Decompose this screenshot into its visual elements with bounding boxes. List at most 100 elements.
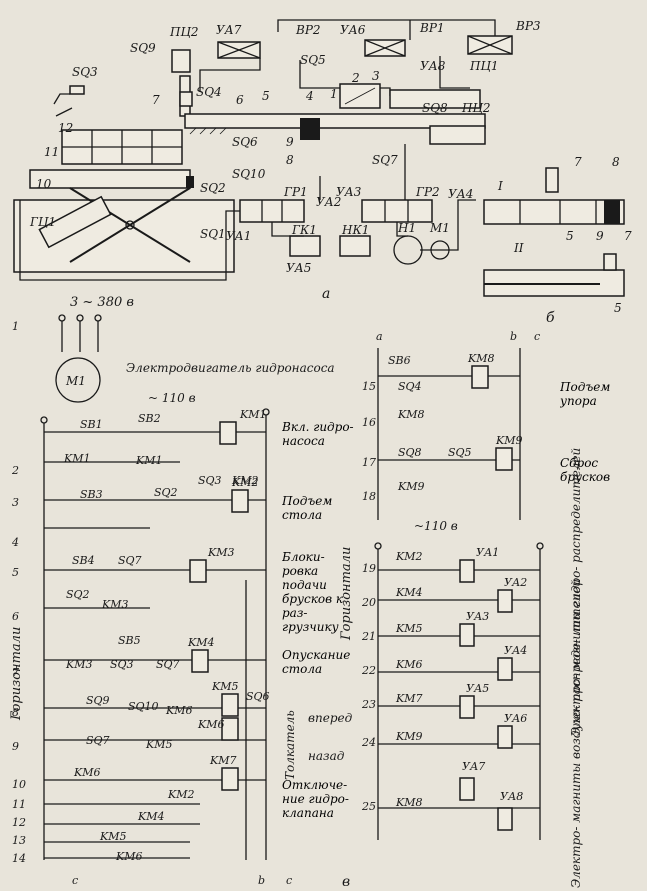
label-a-9: ПЦ1 (469, 59, 499, 73)
contact-11: KM3 (101, 598, 128, 611)
label-a-21: ПЦ2 (461, 101, 491, 115)
contact-18: KM6 (165, 704, 192, 717)
rung-num-1: 1 (12, 320, 19, 333)
contact-21: KM5 (145, 738, 172, 751)
label-b-3: 5 (566, 229, 574, 243)
contact-31: SQ5 (448, 446, 472, 459)
label-a-31: SQ1 (200, 227, 226, 241)
contact-24: KM4 (137, 810, 164, 823)
label-a-36: УА4 (448, 187, 473, 201)
label-a-0: ПЦ2 (169, 25, 199, 39)
label-a-3: УА6 (340, 23, 366, 37)
valve-gk1 (289, 235, 321, 257)
solenoid-4: УА5 (466, 682, 489, 695)
solenoid-0: УА1 (476, 546, 499, 559)
label-a-26: SQ10 (232, 167, 266, 181)
rung-num-12: 12 (12, 816, 26, 829)
contact-20: SQ7 (86, 734, 110, 747)
motor-symbol: М1 (65, 374, 86, 388)
contact-2: KM1 (63, 452, 90, 465)
label-a-4: ВР1 (419, 21, 445, 35)
rung-num-13: 13 (12, 834, 26, 847)
scheme-v-labels: 3 ~ 380 в М1 Электродвигатель гидронасос… (9, 295, 610, 890)
label-a-28: 10 (36, 177, 52, 191)
rung-num-4: 4 (11, 536, 19, 549)
contact-25: KM5 (99, 830, 126, 843)
coil-0: KM1 (239, 408, 266, 421)
motor-m1 (55, 357, 101, 403)
label-b-6: II (513, 241, 524, 255)
label-a-24: SQ6 (232, 135, 258, 149)
label-a-20: SQ8 (422, 101, 448, 115)
coil-1: KM2 (231, 476, 258, 489)
label-a-8: УА8 (420, 59, 446, 73)
contact-5: SQ2 (154, 486, 178, 499)
rung-num-17: 17 (362, 456, 376, 469)
bus-letter-3: b (258, 874, 265, 887)
func-pump-on: Вкл. гидро- насоса (282, 420, 354, 448)
label-a-32: ГР1 (283, 185, 308, 199)
cylinder-pc1 (389, 89, 481, 109)
contact-19: SQ6 (246, 690, 270, 703)
label-a-16: 6 (236, 93, 244, 107)
pump-h1 (393, 235, 423, 265)
contact-22: KM6 (73, 766, 100, 779)
contact-6: SQ3 (198, 474, 222, 487)
cylinder-pc2-b (429, 125, 486, 145)
label-a-5: ВР3 (515, 19, 541, 33)
contact-32: KM9 (397, 480, 424, 493)
rung-num-9: 9 (12, 740, 19, 753)
valve-nk1 (339, 235, 371, 257)
contact-26: KM6 (115, 850, 142, 863)
contact-33: KM2 (395, 550, 422, 563)
func-table-down: Опускание стола (282, 648, 350, 676)
rung-num-18: 18 (362, 490, 376, 503)
contact-36: KM6 (395, 658, 422, 671)
rung-num-15: 15 (362, 380, 376, 393)
label-a-14: 7 (152, 93, 160, 107)
solenoid-2: УА3 (466, 610, 489, 623)
rung-num-21: 21 (361, 630, 376, 643)
coil-2: KM3 (207, 546, 234, 559)
scheme-a-mechanism (13, 19, 513, 281)
label-a-33: УА2 (316, 195, 341, 209)
solenoid-3: УА4 (504, 644, 527, 657)
contact-37: KM7 (395, 692, 422, 705)
label-a-35: ГР2 (415, 185, 440, 199)
supply-label: 3 ~ 380 в (70, 295, 134, 310)
contact-16: SQ9 (86, 694, 110, 707)
label-b-0: 7 (574, 155, 582, 169)
label-a-19: 12 (58, 121, 73, 135)
coil-6: KM7 (209, 754, 236, 767)
rung-num-8: 8 (12, 706, 19, 719)
contact-35: KM5 (395, 622, 422, 635)
contact-17: SQ10 (128, 700, 159, 713)
coil-5: KM6 (197, 718, 224, 731)
label-a-13: 1 (330, 87, 338, 101)
label-a-42: УА5 (286, 261, 311, 275)
rung-num-25: 25 (361, 800, 376, 813)
label-a-12: 3 (372, 69, 380, 83)
contact-28: SQ4 (398, 380, 422, 393)
func-pusher-back: назад (308, 749, 345, 763)
label-a-25: 8 (286, 153, 294, 167)
contact-34: KM4 (395, 586, 422, 599)
contact-23: KM2 (167, 788, 194, 801)
vertical-label-right: Горизонтали (339, 547, 354, 641)
label-a-23: 9 (286, 135, 294, 149)
func-table-up: Подъем стола (282, 494, 332, 522)
scheme-a-labels: ПЦ2 УА7 ВР2 УА6 ВР1 ВР3 SQ9 SQ5 УА8 ПЦ1 … (29, 19, 541, 302)
label-b-7: 5 (614, 301, 622, 315)
contact-3: KM1 (135, 454, 162, 467)
rung-num-11: 11 (12, 798, 26, 811)
rung-num-3: 3 (12, 496, 19, 509)
rung-num-19: 19 (362, 562, 376, 575)
label-b-5: 7 (624, 229, 632, 243)
func-drop-bars: Сброс брусков (560, 456, 610, 484)
caption-b: б (546, 310, 555, 326)
func-hydro-solenoids: Электро- магниты гидро- распределителей (569, 448, 583, 736)
label-a-29: SQ2 (200, 181, 226, 195)
rung-num-20: 20 (361, 596, 376, 609)
label-a-7: SQ5 (300, 53, 326, 67)
